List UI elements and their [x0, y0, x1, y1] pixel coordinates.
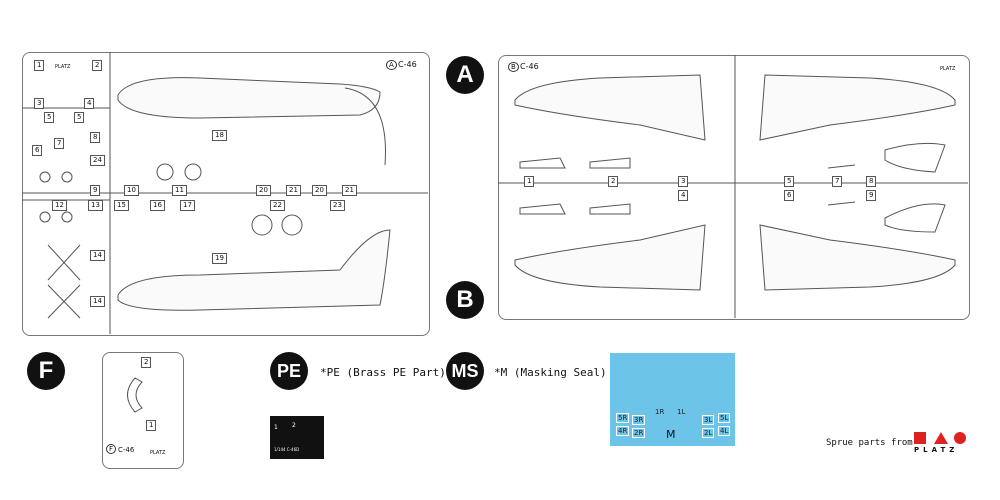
sprue-f-frame	[102, 352, 184, 469]
part-number: 15	[114, 200, 129, 211]
part-number: 19	[212, 253, 227, 264]
part-number: 1	[524, 176, 535, 187]
ms-badge: MS	[446, 352, 484, 390]
sprue-a-badge: A	[446, 56, 484, 94]
part-number: 4	[678, 190, 689, 201]
sprue-b-letter: B	[508, 62, 519, 72]
part-number: 3	[678, 176, 689, 187]
mask-label: 1L	[676, 408, 687, 416]
mask-label: 3L	[702, 415, 715, 425]
mask-label: 4R	[616, 426, 630, 436]
mask-title: M	[666, 428, 676, 441]
part-number: 16	[150, 200, 165, 211]
pe-sheet: 1 2 1/144 C-46D	[270, 416, 324, 459]
sprue-a-code: C-46	[398, 60, 417, 69]
part-number: 20	[312, 185, 327, 196]
sprue-b-brand: PLATZ	[940, 66, 956, 72]
pe-part-label: 2	[292, 422, 296, 429]
mask-label: 3R	[632, 415, 646, 425]
footer-text: Sprue parts from	[826, 438, 913, 448]
part-number: 8	[90, 132, 101, 143]
part-number: 5	[784, 176, 795, 187]
part-number: 7	[54, 138, 65, 149]
part-number: 8	[866, 176, 877, 187]
mask-label: 2L	[702, 428, 715, 438]
part-number: 14	[90, 296, 105, 307]
sprue-b-badge: B	[446, 281, 484, 319]
part-number: 6	[784, 190, 795, 201]
part-number: 18	[212, 130, 227, 141]
pe-badge: PE	[270, 352, 308, 390]
mask-label: 5R	[616, 413, 630, 423]
part-number: 21	[286, 185, 301, 196]
pe-note: *PE (Brass PE Part)	[320, 366, 446, 379]
part-number: 10	[124, 185, 139, 196]
part-number: 12	[52, 200, 67, 211]
part-number: 23	[330, 200, 345, 211]
part-number: 22	[270, 200, 285, 211]
mask-label: 1R	[654, 408, 666, 416]
sprue-a-letter: A	[386, 60, 397, 70]
ms-note: *M (Masking Seal)	[494, 366, 607, 379]
platz-brand: PLATZ	[914, 446, 959, 454]
part-number: 6	[32, 145, 43, 156]
part-number: 17	[180, 200, 195, 211]
part-number: 1	[146, 420, 157, 431]
part-number: 11	[172, 185, 187, 196]
part-number: 5	[74, 112, 85, 123]
part-number: 14	[90, 250, 105, 261]
part-number: 20	[256, 185, 271, 196]
pe-part-label: 1	[274, 424, 278, 431]
part-number: 2	[141, 357, 152, 368]
sprue-f-badge: F	[27, 352, 65, 390]
part-number: 4	[84, 98, 95, 109]
part-number: 7	[832, 176, 843, 187]
part-number: 2	[608, 176, 619, 187]
part-number: 2	[92, 60, 103, 71]
mask-label: 4L	[718, 426, 731, 436]
part-number: 3	[34, 98, 45, 109]
sprue-f-code: C-46	[118, 446, 135, 454]
pe-sheet-label: 1/144 C-46D	[274, 447, 300, 452]
sprue-f-letter: F	[106, 444, 117, 454]
part-number: 5	[44, 112, 55, 123]
platz-logo: PLATZ	[912, 432, 970, 458]
part-number: 9	[90, 185, 101, 196]
part-number: 1	[34, 60, 45, 71]
part-number: 9	[866, 190, 877, 201]
part-number: 21	[342, 185, 357, 196]
part-number: 13	[88, 200, 103, 211]
sprue-a-brand: PLATZ	[55, 64, 71, 70]
mask-label: 5L	[718, 413, 731, 423]
sprue-f-brand: PLATZ	[150, 450, 166, 456]
masking-seal-sheet: 1R 1L 5R 3R 4R 2R 3L 5L 2L 4L M	[610, 353, 735, 446]
sprue-b-code: C-46	[520, 62, 539, 71]
mask-label: 2R	[632, 428, 646, 438]
part-number: 24	[90, 155, 105, 166]
